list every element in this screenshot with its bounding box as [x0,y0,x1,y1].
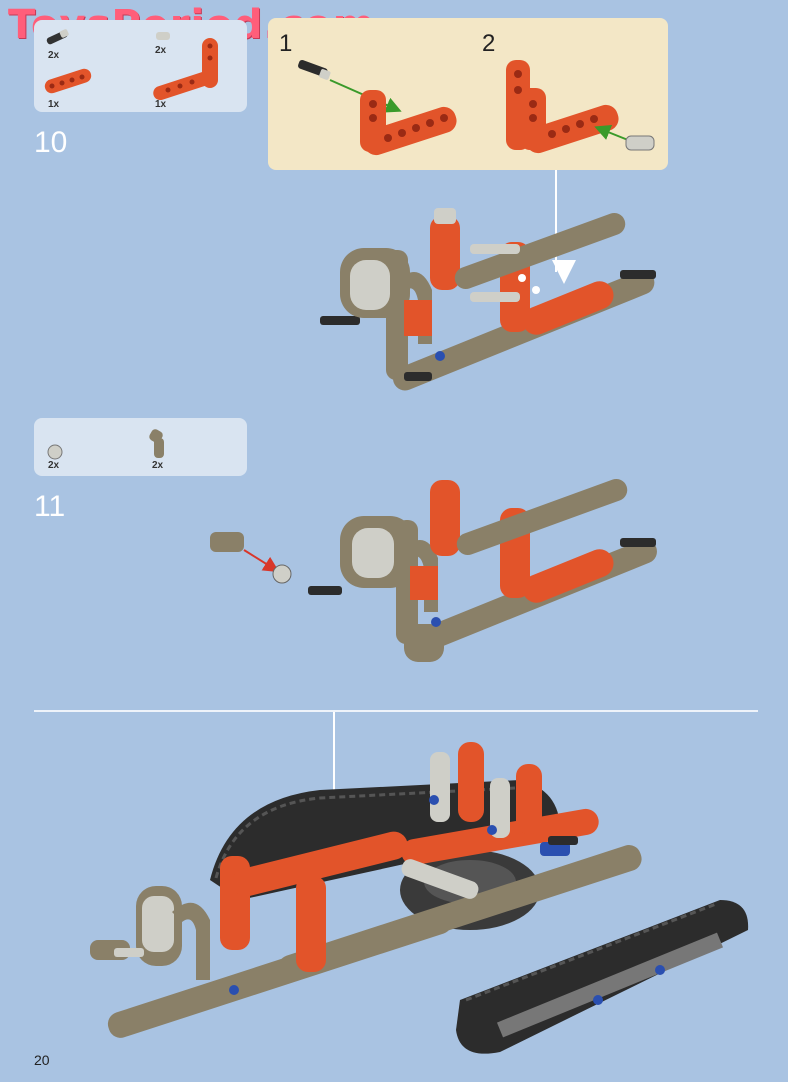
substep2-model [506,60,655,154]
step11-model [210,478,657,662]
part-qty: 2x [48,50,60,61]
straight-beam-icon [44,68,92,94]
substep1-model [298,59,457,156]
axle-pin-icon [46,29,69,45]
angle-connector-icon [149,429,164,458]
final-assembly-model [90,742,749,1054]
section-divider [34,710,758,712]
part-qty: 2x [152,460,164,471]
l-beam-icon [153,38,218,101]
part-qty: 2x [48,460,60,471]
step11-parts-list [34,418,247,476]
page-number: 20 [34,1052,50,1068]
axle-pin-icon [156,32,170,40]
substep-number-2: 2 [482,30,496,57]
part-qty: 1x [48,99,60,110]
part-qty: 1x [155,99,167,110]
substep-number-1: 1 [279,30,293,57]
step-number-10: 10 [34,126,68,159]
step-number-11: 11 [34,490,66,523]
substep-callout [268,18,668,170]
step10-model [320,208,656,391]
part-qty: 2x [155,45,167,56]
bush-icon [47,444,63,460]
